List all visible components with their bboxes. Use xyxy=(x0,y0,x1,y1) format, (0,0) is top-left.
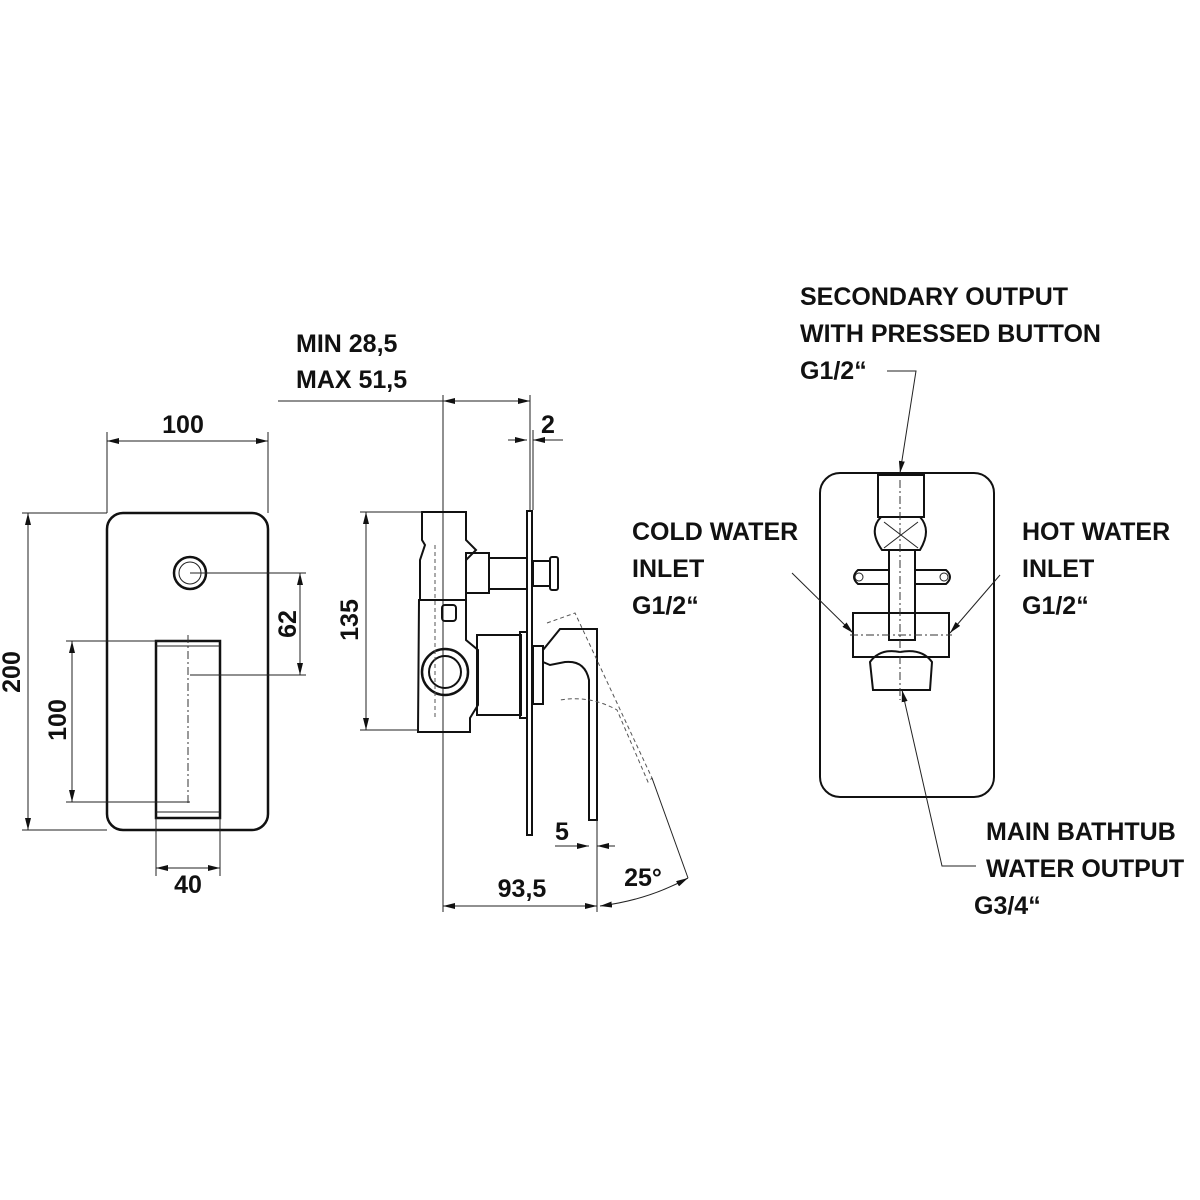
main-output-callout: MAIN BATHTUB WATER OUTPUT G3/4“ xyxy=(901,689,1184,920)
cold-inlet-line1: COLD WATER xyxy=(632,518,798,546)
cold-inlet-line2: INLET xyxy=(632,555,704,583)
cartridge-flange xyxy=(519,631,528,719)
main-output-line1: MAIN BATHTUB xyxy=(986,818,1176,846)
rotated-handle-outline xyxy=(546,612,653,783)
inlet-port xyxy=(420,647,470,697)
button-cap xyxy=(549,556,559,591)
secondary-outlet-port xyxy=(877,474,925,518)
plate-thickness-label: 2 xyxy=(541,411,555,439)
dim-width-label: 100 xyxy=(162,411,204,439)
dim-height-label: 200 xyxy=(0,651,26,693)
main-output-thread: G3/4“ xyxy=(974,892,1041,920)
angle-extension xyxy=(651,777,689,879)
body-height-label: 135 xyxy=(336,599,364,641)
secondary-output-line1: SECONDARY OUTPUT xyxy=(800,283,1068,311)
handle-base xyxy=(532,645,544,705)
upper-connector xyxy=(465,552,490,594)
main-output-line2: WATER OUTPUT xyxy=(986,855,1184,883)
back-view: SECONDARY OUTPUT WITH PRESSED BUTTON G1/… xyxy=(632,283,1184,920)
hot-inlet-line2: INLET xyxy=(1022,555,1094,583)
button-shaft xyxy=(532,560,551,587)
cold-inlet-thread: G1/2“ xyxy=(632,592,699,620)
depth-max-label: MAX 51,5 xyxy=(296,366,407,394)
front-view: 100 200 62 100 40 xyxy=(0,411,306,899)
valve-body-upper xyxy=(419,511,478,601)
hot-inlet-thread: G1/2“ xyxy=(1022,592,1089,620)
rotation-angle-label: 25° xyxy=(624,864,662,892)
secondary-output-line2: WITH PRESSED BUTTON xyxy=(800,320,1101,348)
total-depth-label: 93,5 xyxy=(498,875,547,903)
cover-plate xyxy=(105,511,270,832)
main-outlet-port xyxy=(868,650,934,691)
mount-hole xyxy=(854,572,864,582)
cartridge-housing xyxy=(476,634,522,716)
main-output-leader xyxy=(901,689,976,867)
back-plate xyxy=(819,472,995,798)
cold-inlet-callout: COLD WATER INLET G1/2“ xyxy=(632,518,854,634)
inlet-port-inner xyxy=(428,655,462,689)
valve-cross xyxy=(883,521,919,549)
valve-stem xyxy=(888,549,916,641)
hot-inlet-line1: HOT WATER xyxy=(1022,518,1170,546)
side-lever-handle xyxy=(542,628,598,821)
diverter-valve xyxy=(873,516,927,551)
hot-inlet-callout: HOT WATER INLET G1/2“ xyxy=(949,518,1170,634)
dim-handle-height-label: 100 xyxy=(44,699,72,741)
button-spindle xyxy=(488,557,528,590)
secondary-output-leader xyxy=(887,370,917,474)
right-mounting-ear xyxy=(915,569,951,585)
left-mounting-ear xyxy=(853,569,889,585)
hot-inlet-leader xyxy=(949,574,1001,634)
mount-hole xyxy=(939,572,949,582)
secondary-output-callout: SECONDARY OUTPUT WITH PRESSED BUTTON G1/… xyxy=(800,283,1101,474)
secondary-output-thread: G1/2“ xyxy=(800,357,867,385)
dim-handle-width-label: 40 xyxy=(174,871,202,899)
dim-button-offset-label: 62 xyxy=(274,610,302,638)
cold-inlet-leader xyxy=(791,572,854,634)
depth-min-label: MIN 28,5 xyxy=(296,330,398,358)
side-view: MIN 28,5 MAX 51,5 2 135 5 xyxy=(278,330,689,912)
handle-gap-label: 5 xyxy=(555,818,569,846)
body-slot xyxy=(441,604,457,622)
valve-body-lower xyxy=(416,599,479,733)
angle-arc xyxy=(599,877,689,908)
